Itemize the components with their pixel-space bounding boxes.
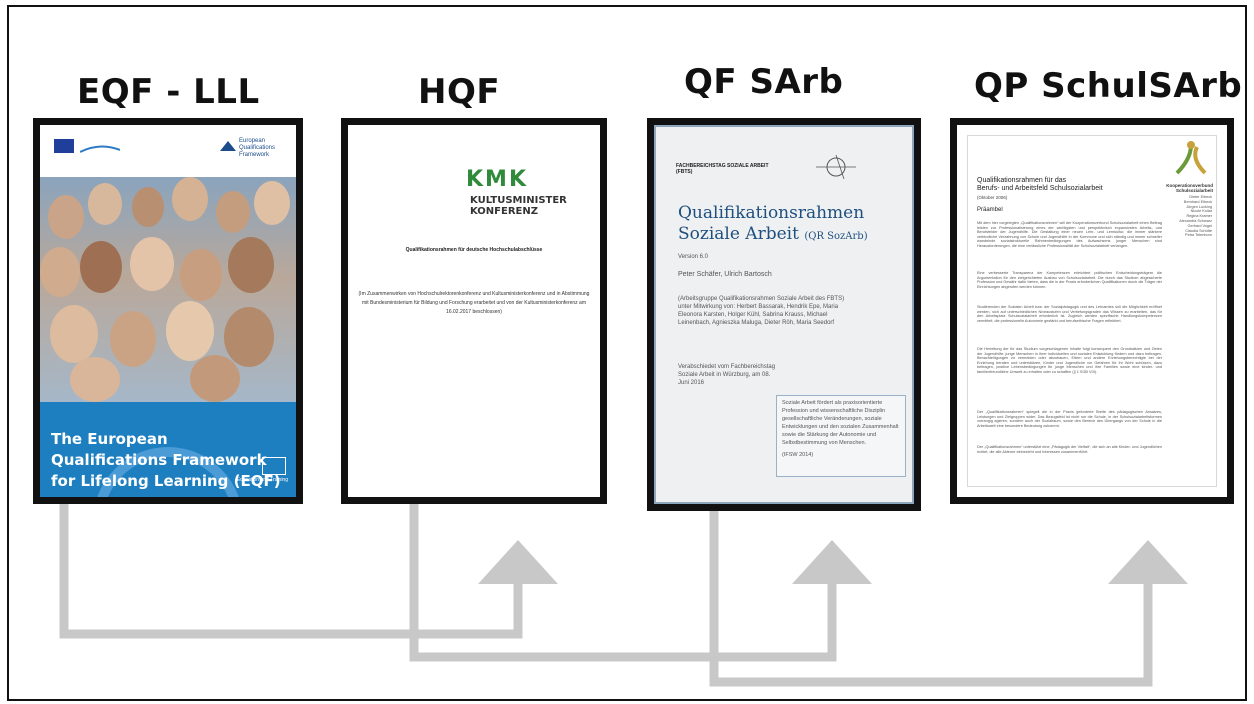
eqf-cover-title: The European Qualifications Framework fo…	[51, 430, 281, 490]
education-swoosh-logo-icon	[79, 141, 121, 153]
qf-title-line1: Qualifikationsrahmen	[678, 203, 865, 223]
eqf-logo-icon	[220, 139, 236, 153]
qp-title-line1: Qualifikationsrahmen für das	[977, 177, 1067, 184]
laptop-icon	[262, 457, 286, 475]
qf-adopted: Verabschiedet vom Fachbereichstag Sozial…	[678, 364, 776, 386]
arrowhead-qp	[1108, 540, 1188, 584]
label-qp-schulsarb: QP SchulSArb	[974, 66, 1243, 106]
arrowhead-hqf	[478, 540, 558, 584]
qp-member: Gerhard Vogel	[1187, 223, 1213, 228]
qp-member: Alexandra Schwarz	[1179, 218, 1212, 223]
qp-member: Petra Tetenborn	[1185, 233, 1212, 238]
qf-title-abbr: (QR SozArb)	[804, 231, 868, 242]
document-qp-schulsarb-cover: Kooperationsverbund Schulsozialarbeit Qu…	[950, 118, 1234, 504]
arrowhead-qf	[792, 540, 872, 584]
qf-quote-source: (IFSW 2014)	[782, 452, 814, 458]
qp-date: (Oktober 2006)	[977, 195, 1008, 200]
eqf-cover-page: European Qualifications Framework	[40, 125, 296, 497]
eqf-cover-photo-collage	[40, 177, 296, 402]
qf-quote-box: Soziale Arbeit fördert als praxisorienti…	[776, 395, 906, 477]
qp-member: Jürgen Lucking	[1186, 204, 1212, 209]
qf-authors: Peter Schäfer, Ulrich Bartosch	[678, 271, 772, 278]
qf-title-line2: Soziale Arbeit	[678, 224, 799, 244]
qp-member: Dieter Eibeck	[1189, 195, 1212, 199]
eu-flag-icon	[54, 139, 74, 153]
kmk-logo-mark: KMK	[466, 167, 528, 192]
qf-workgroup: (Arbeitsgruppe Qualifikationsrahmen Sozi…	[678, 296, 845, 326]
qp-schulsarb-cover-page: Kooperationsverbund Schulsozialarbeit Qu…	[957, 125, 1227, 497]
qf-org-header: FACHBEREICHSTAG SOZIALE ARBEIT (FBTS)	[676, 155, 856, 179]
qp-org-name: Kooperationsverbund Schulsozialarbeit	[1166, 183, 1213, 193]
kooperationsverbund-logo-icon	[1175, 141, 1207, 175]
qf-title: Qualifikationsrahmen Soziale Arbeit (QR …	[678, 203, 903, 247]
document-hqf-cover: KMK KULTUSMINISTER KONFERENZ Qualifikati…	[341, 118, 607, 504]
qf-sarb-cover-page: FACHBEREICHSTAG SOZIALE ARBEIT (FBTS) Qu…	[654, 125, 914, 504]
qf-quote: Soziale Arbeit fördert als praxisorienti…	[782, 400, 899, 446]
qp-title: Qualifikationsrahmen für das Berufs- und…	[977, 177, 1147, 193]
document-qf-sarb-cover: FACHBEREICHSTAG SOZIALE ARBEIT (FBTS) Qu…	[647, 118, 921, 511]
qp-paragraph: Die Herleitung der für das Studium vorge…	[977, 347, 1162, 374]
qp-preamble-heading: Präambel	[977, 207, 1003, 213]
document-eqf-cover: European Qualifications Framework	[33, 118, 303, 504]
qp-member-list: Dieter Eibeck Bernhard Eibeck Jürgen Luc…	[1164, 195, 1212, 238]
arrow-hqf-to-qf	[409, 503, 837, 662]
qf-org-name: FACHBEREICHSTAG SOZIALE ARBEIT (FBTS)	[676, 163, 769, 175]
fbts-network-logo-icon	[816, 155, 856, 179]
arrow-qf-to-qp	[709, 503, 1153, 687]
qp-member: Claudia Schütte	[1185, 228, 1212, 233]
qp-title-line2: Berufs- und Arbeitsfeld Schulsozialarbei…	[977, 185, 1103, 192]
eqf-badge-text: Education and Training	[236, 477, 288, 483]
kmk-logo-name: KULTUSMINISTER KONFERENZ	[470, 195, 567, 217]
label-hqf: HQF	[418, 72, 501, 112]
figure-frame	[7, 5, 1247, 701]
qp-paragraph: Der „Qualifikationsrahmen“ spiegelt die …	[977, 410, 1162, 428]
qp-member: Nicole Kollar	[1190, 209, 1212, 214]
label-eqf-lll: EQF - LLL	[77, 72, 260, 112]
eqf-logo-text: European Qualifications Framework	[239, 138, 276, 158]
eqf-logo-bar: European Qualifications Framework	[40, 125, 296, 177]
qf-version: Version 6.0	[678, 254, 709, 260]
qp-paragraph: Der „Qualifikationsrahmen“ unterstützt e…	[977, 445, 1162, 454]
qp-paragraph: Eine verbesserte Transparenz der Kompete…	[977, 271, 1162, 289]
qp-paragraph: Studierenden der Sozialen Arbeit bzw. de…	[977, 305, 1162, 323]
hqf-body-text: (Im Zusammenwirken von Hochschulrektoren…	[358, 291, 590, 315]
qp-member: Regina Kramer	[1186, 214, 1212, 219]
qp-paragraph: Mit dem hier vorgelegten „Qualifikations…	[977, 221, 1162, 248]
eqf-cover-blue-band	[40, 402, 296, 497]
arrow-eqf-to-hqf	[59, 503, 523, 639]
hqf-heading: Qualifikationsrahmen für deutsche Hochsc…	[405, 247, 543, 253]
hqf-cover-page: KMK KULTUSMINISTER KONFERENZ Qualifikati…	[348, 125, 600, 497]
globe-graphic-icon	[97, 447, 239, 497]
label-qf-sarb: QF SArb	[684, 62, 844, 102]
qp-member: Bernhard Eibeck	[1183, 199, 1212, 204]
